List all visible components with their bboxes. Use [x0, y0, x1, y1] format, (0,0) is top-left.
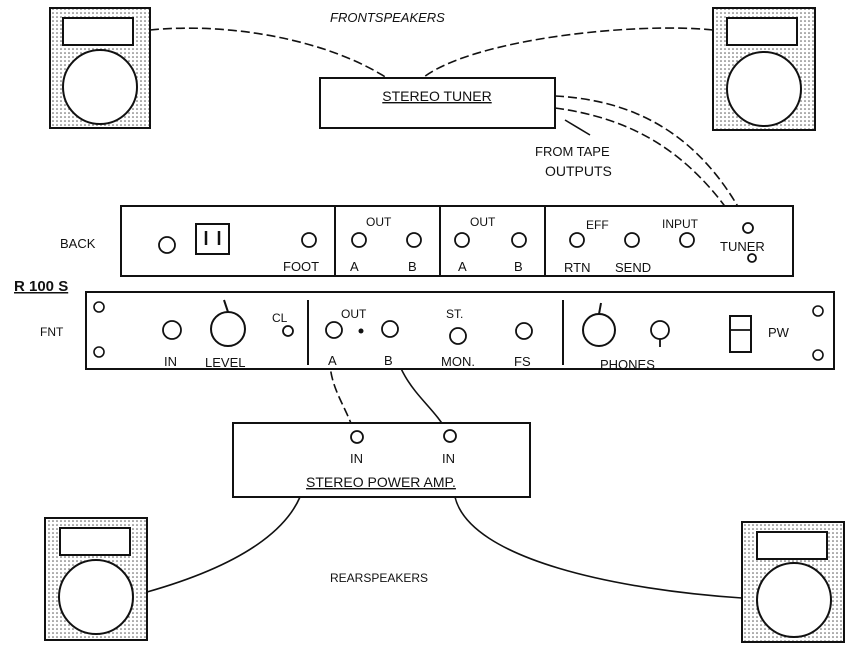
ac-outlet-icon — [195, 223, 230, 255]
b-label-2: B — [514, 259, 523, 274]
rear-speakers-label: REARSPEAKERS — [330, 571, 428, 585]
rear-right-speaker-icon — [741, 521, 845, 643]
tuner-label: TUNER — [720, 239, 765, 254]
foot-jack-icon — [301, 232, 317, 248]
out-front-label: OUT — [341, 307, 367, 321]
from-tape-outputs-label-2: OUTPUTS — [545, 163, 612, 179]
stereo-tuner-label: STEREO TUNER — [382, 88, 491, 104]
rear-left-speaker-icon — [44, 517, 148, 641]
out-label-2: OUT — [470, 215, 496, 229]
back-panel-label: BACK — [60, 236, 96, 251]
stereo-power-amp-label: STEREO POWER AMP. — [306, 474, 456, 490]
out-b-jack-icon — [406, 232, 422, 248]
pw-label: PW — [768, 325, 790, 340]
in-jack-icon — [162, 320, 182, 340]
front-panel-label: FNT — [40, 325, 64, 339]
stereo-power-amp-unit: IN IN STEREO POWER AMP. — [232, 422, 531, 498]
fs-jack-icon — [515, 322, 533, 340]
mon-label: MON. — [441, 354, 475, 369]
front-out-a-jack-icon — [325, 321, 343, 339]
from-tape-outputs-label-1: FROM TAPE — [535, 144, 610, 159]
a-front-label: A — [328, 353, 337, 368]
amp-in-2-label: IN — [442, 451, 455, 466]
phones-jack-icon — [650, 320, 670, 347]
cl-label: CL — [272, 311, 288, 325]
phones-label: PHONES — [600, 357, 655, 372]
input-label: INPUT — [662, 217, 699, 231]
cl-led-icon — [282, 325, 294, 337]
foot-label: FOOT — [283, 259, 319, 274]
a-label-1: A — [350, 259, 359, 274]
out-b2-jack-icon — [511, 232, 527, 248]
front-speakers-label: FRONTSPEAKERS — [330, 10, 445, 25]
out-a2-jack-icon — [454, 232, 470, 248]
front-panel: IN LEVEL CL OUT A B ST. MON. FS PHONES — [85, 291, 835, 372]
level-knob-icon — [210, 299, 246, 347]
in-label: IN — [164, 354, 177, 369]
amp-in-1-label: IN — [350, 451, 363, 466]
speaker-cables — [146, 27, 743, 599]
tuner-jack-icon — [742, 222, 754, 234]
a-label-2: A — [458, 259, 467, 274]
rtn-label: RTN — [564, 260, 590, 275]
stereo-tuner-unit: STEREO TUNER — [319, 77, 556, 129]
front-right-speaker-icon — [712, 7, 816, 131]
send-label: SEND — [615, 260, 651, 275]
eff-label: EFF — [586, 218, 609, 232]
back-panel: FOOT OUT A B OUT A B EFF INPUT RTN SEND … — [120, 205, 794, 277]
st-label: ST. — [446, 307, 463, 321]
amp-in-2-jack-icon — [443, 429, 457, 443]
power-switch-icon — [729, 315, 752, 353]
back-jack-icon — [158, 236, 176, 254]
out-label-1: OUT — [366, 215, 392, 229]
st-mon-jack-icon — [449, 327, 467, 345]
input-jack-icon — [679, 232, 695, 248]
amp-in-1-jack-icon — [350, 430, 364, 444]
model-label: R 100 S — [14, 278, 68, 295]
b-label-1: B — [408, 259, 417, 274]
front-left-speaker-icon — [49, 7, 151, 129]
b-front-label: B — [384, 353, 393, 368]
fs-label: FS — [514, 354, 531, 369]
level-label: LEVEL — [205, 355, 245, 370]
send-jack-icon — [624, 232, 640, 248]
phones-knob-icon — [582, 302, 616, 347]
front-out-b-jack-icon — [381, 320, 399, 338]
rtn-jack-icon — [569, 232, 585, 248]
out-a-jack-icon — [351, 232, 367, 248]
